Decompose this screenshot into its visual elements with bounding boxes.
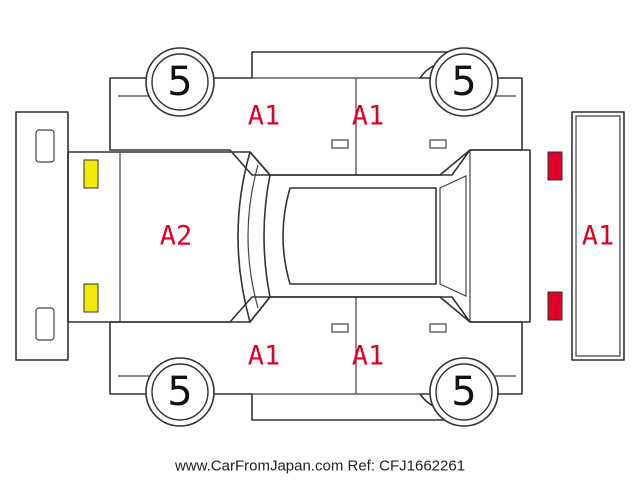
damage-label-bottom-left-door: A1	[248, 341, 281, 372]
wheel-rear-right: 5	[429, 357, 499, 427]
car-top-body	[67, 149, 531, 323]
wheel-front-left: 5	[145, 47, 215, 117]
wheel-front-left-grade: 5	[167, 59, 192, 105]
front-bumper	[15, 111, 69, 361]
wheel-rear-left: 5	[429, 47, 499, 117]
damage-label-top-left-door: A1	[248, 101, 281, 132]
wheel-rear-left-grade: 5	[451, 59, 476, 105]
damage-label-bottom-right-door: A1	[352, 341, 385, 372]
footer-reference: www.CarFromJapan.com Ref: CFJ1662261	[174, 458, 465, 475]
wheel-front-right-grade: 5	[167, 369, 192, 415]
wheel-rear-right-grade: 5	[451, 369, 476, 415]
wheel-front-right: 5	[145, 357, 215, 427]
damage-label-front-hood: A2	[160, 221, 193, 252]
damage-label-rear-gate: A1	[582, 221, 615, 252]
rear-bumper	[571, 111, 625, 361]
rear-marker-bottom	[547, 291, 563, 321]
front-marker-bottom	[83, 283, 99, 313]
front-marker-top	[83, 159, 99, 189]
rear-marker-top	[547, 151, 563, 181]
damage-label-top-right-door: A1	[352, 101, 385, 132]
